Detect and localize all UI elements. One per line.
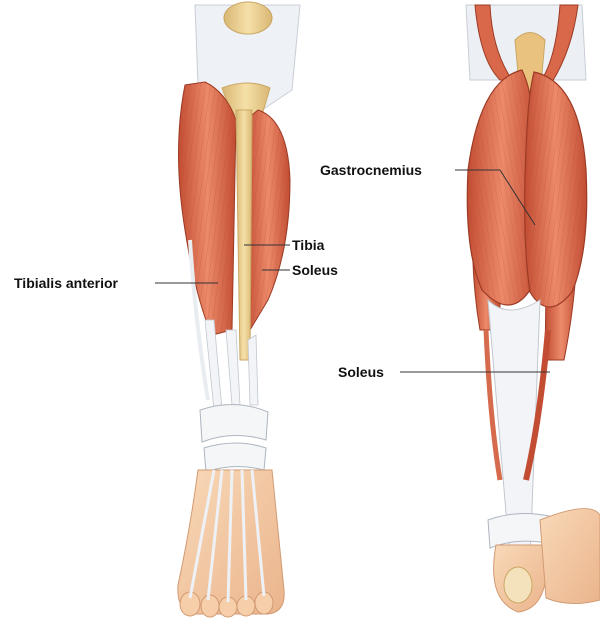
- label-soleus-front: Soleus: [292, 262, 338, 278]
- label-tibialis-anterior: Tibialis anterior: [14, 275, 118, 291]
- label-soleus-back: Soleus: [338, 364, 384, 380]
- label-gastrocnemius: Gastrocnemius: [320, 162, 422, 178]
- back-view-leg: [466, 5, 600, 612]
- front-view-leg: [178, 2, 300, 617]
- label-tibia: Tibia: [292, 237, 324, 253]
